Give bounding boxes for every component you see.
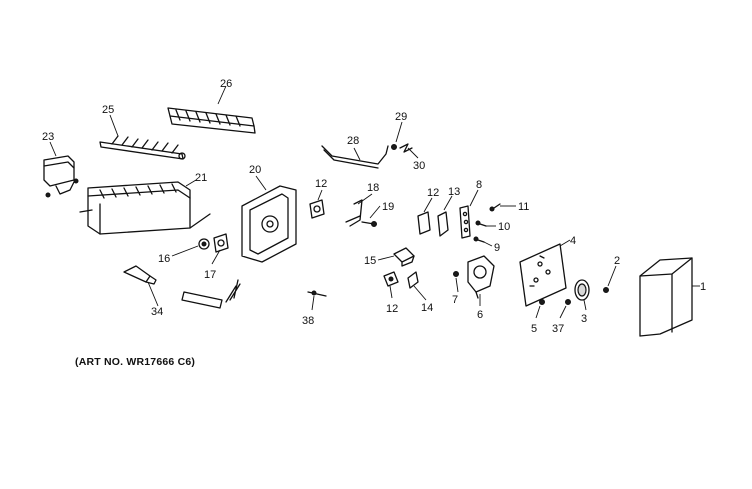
callout-labels: 1 2 3 4 5 6 7 8 9 10 11 12 12 12 13 14 1… xyxy=(42,78,706,335)
callout-2: 2 xyxy=(614,255,620,267)
part-12-bearing-b xyxy=(417,211,431,235)
part-17-gear xyxy=(213,233,229,253)
callout-11: 11 xyxy=(518,201,529,213)
callout-20: 20 xyxy=(249,164,261,176)
part-29-fastener xyxy=(391,144,397,150)
part-12-bearing-c xyxy=(383,271,399,287)
part-28-shutoff-arm xyxy=(321,145,389,169)
callout-23: 23 xyxy=(42,131,54,143)
part-19-screw xyxy=(361,221,377,227)
part-20-housing xyxy=(241,185,297,263)
callout-18: 18 xyxy=(367,182,379,194)
part-26-rake xyxy=(167,107,256,134)
part-25-ejector-blade xyxy=(99,135,186,160)
callout-13: 13 xyxy=(448,186,460,198)
callout-10: 10 xyxy=(498,221,510,233)
callout-34: 34 xyxy=(151,306,163,318)
part-13-cam xyxy=(437,211,449,237)
part-10-screw xyxy=(475,220,487,227)
part-15-thermostat xyxy=(393,247,415,267)
callout-28: 28 xyxy=(347,135,359,147)
part-3-gear xyxy=(574,279,590,301)
callout-12-middle: 12 xyxy=(427,187,439,199)
callout-12-upper: 12 xyxy=(315,178,327,190)
part-1-front-cover xyxy=(639,257,693,337)
callout-4: 4 xyxy=(570,235,576,247)
callout-37: 37 xyxy=(552,323,564,335)
callout-16: 16 xyxy=(158,253,170,265)
wire-harness xyxy=(181,279,241,309)
callout-14: 14 xyxy=(421,302,433,314)
callout-26: 26 xyxy=(220,78,232,90)
callout-5: 5 xyxy=(531,323,537,335)
part-23-cover xyxy=(43,155,79,198)
part-37-screw xyxy=(565,299,571,305)
art-number-caption: (ART NO. WR17666 C6) xyxy=(75,356,196,368)
part-4-mounting-plate xyxy=(519,243,567,307)
callout-8: 8 xyxy=(476,179,482,191)
part-9-screw xyxy=(473,236,485,243)
callout-29: 29 xyxy=(395,111,407,123)
callout-12-lower: 12 xyxy=(386,303,398,315)
callout-9: 9 xyxy=(494,242,500,254)
part-12-bearing-a xyxy=(309,199,325,219)
callout-17: 17 xyxy=(204,269,216,281)
callout-15: 15 xyxy=(364,255,376,267)
callout-3: 3 xyxy=(581,313,587,325)
callout-21: 21 xyxy=(195,172,207,184)
part-21-ice-mold xyxy=(79,181,211,235)
part-5-screw xyxy=(539,299,545,305)
part-14-clip xyxy=(407,271,419,289)
part-2-screw xyxy=(603,287,609,293)
part-18-arm xyxy=(345,199,363,227)
callout-6: 6 xyxy=(477,309,483,321)
part-8-bracket xyxy=(459,205,471,239)
callout-30: 30 xyxy=(413,160,425,172)
callout-38: 38 xyxy=(302,315,314,327)
part-11-screw xyxy=(489,203,501,212)
part-16-coupler xyxy=(198,238,210,250)
part-7-screw xyxy=(453,271,459,277)
callout-25: 25 xyxy=(102,104,114,116)
callout-19: 19 xyxy=(382,201,394,213)
callout-1: 1 xyxy=(700,281,706,293)
part-30-spring xyxy=(399,143,413,153)
part-6-motor xyxy=(467,255,495,299)
callout-7: 7 xyxy=(452,294,458,306)
leader-lines xyxy=(49,85,700,319)
part-34-fill-cup xyxy=(123,265,157,285)
part-38-pin xyxy=(307,290,327,297)
